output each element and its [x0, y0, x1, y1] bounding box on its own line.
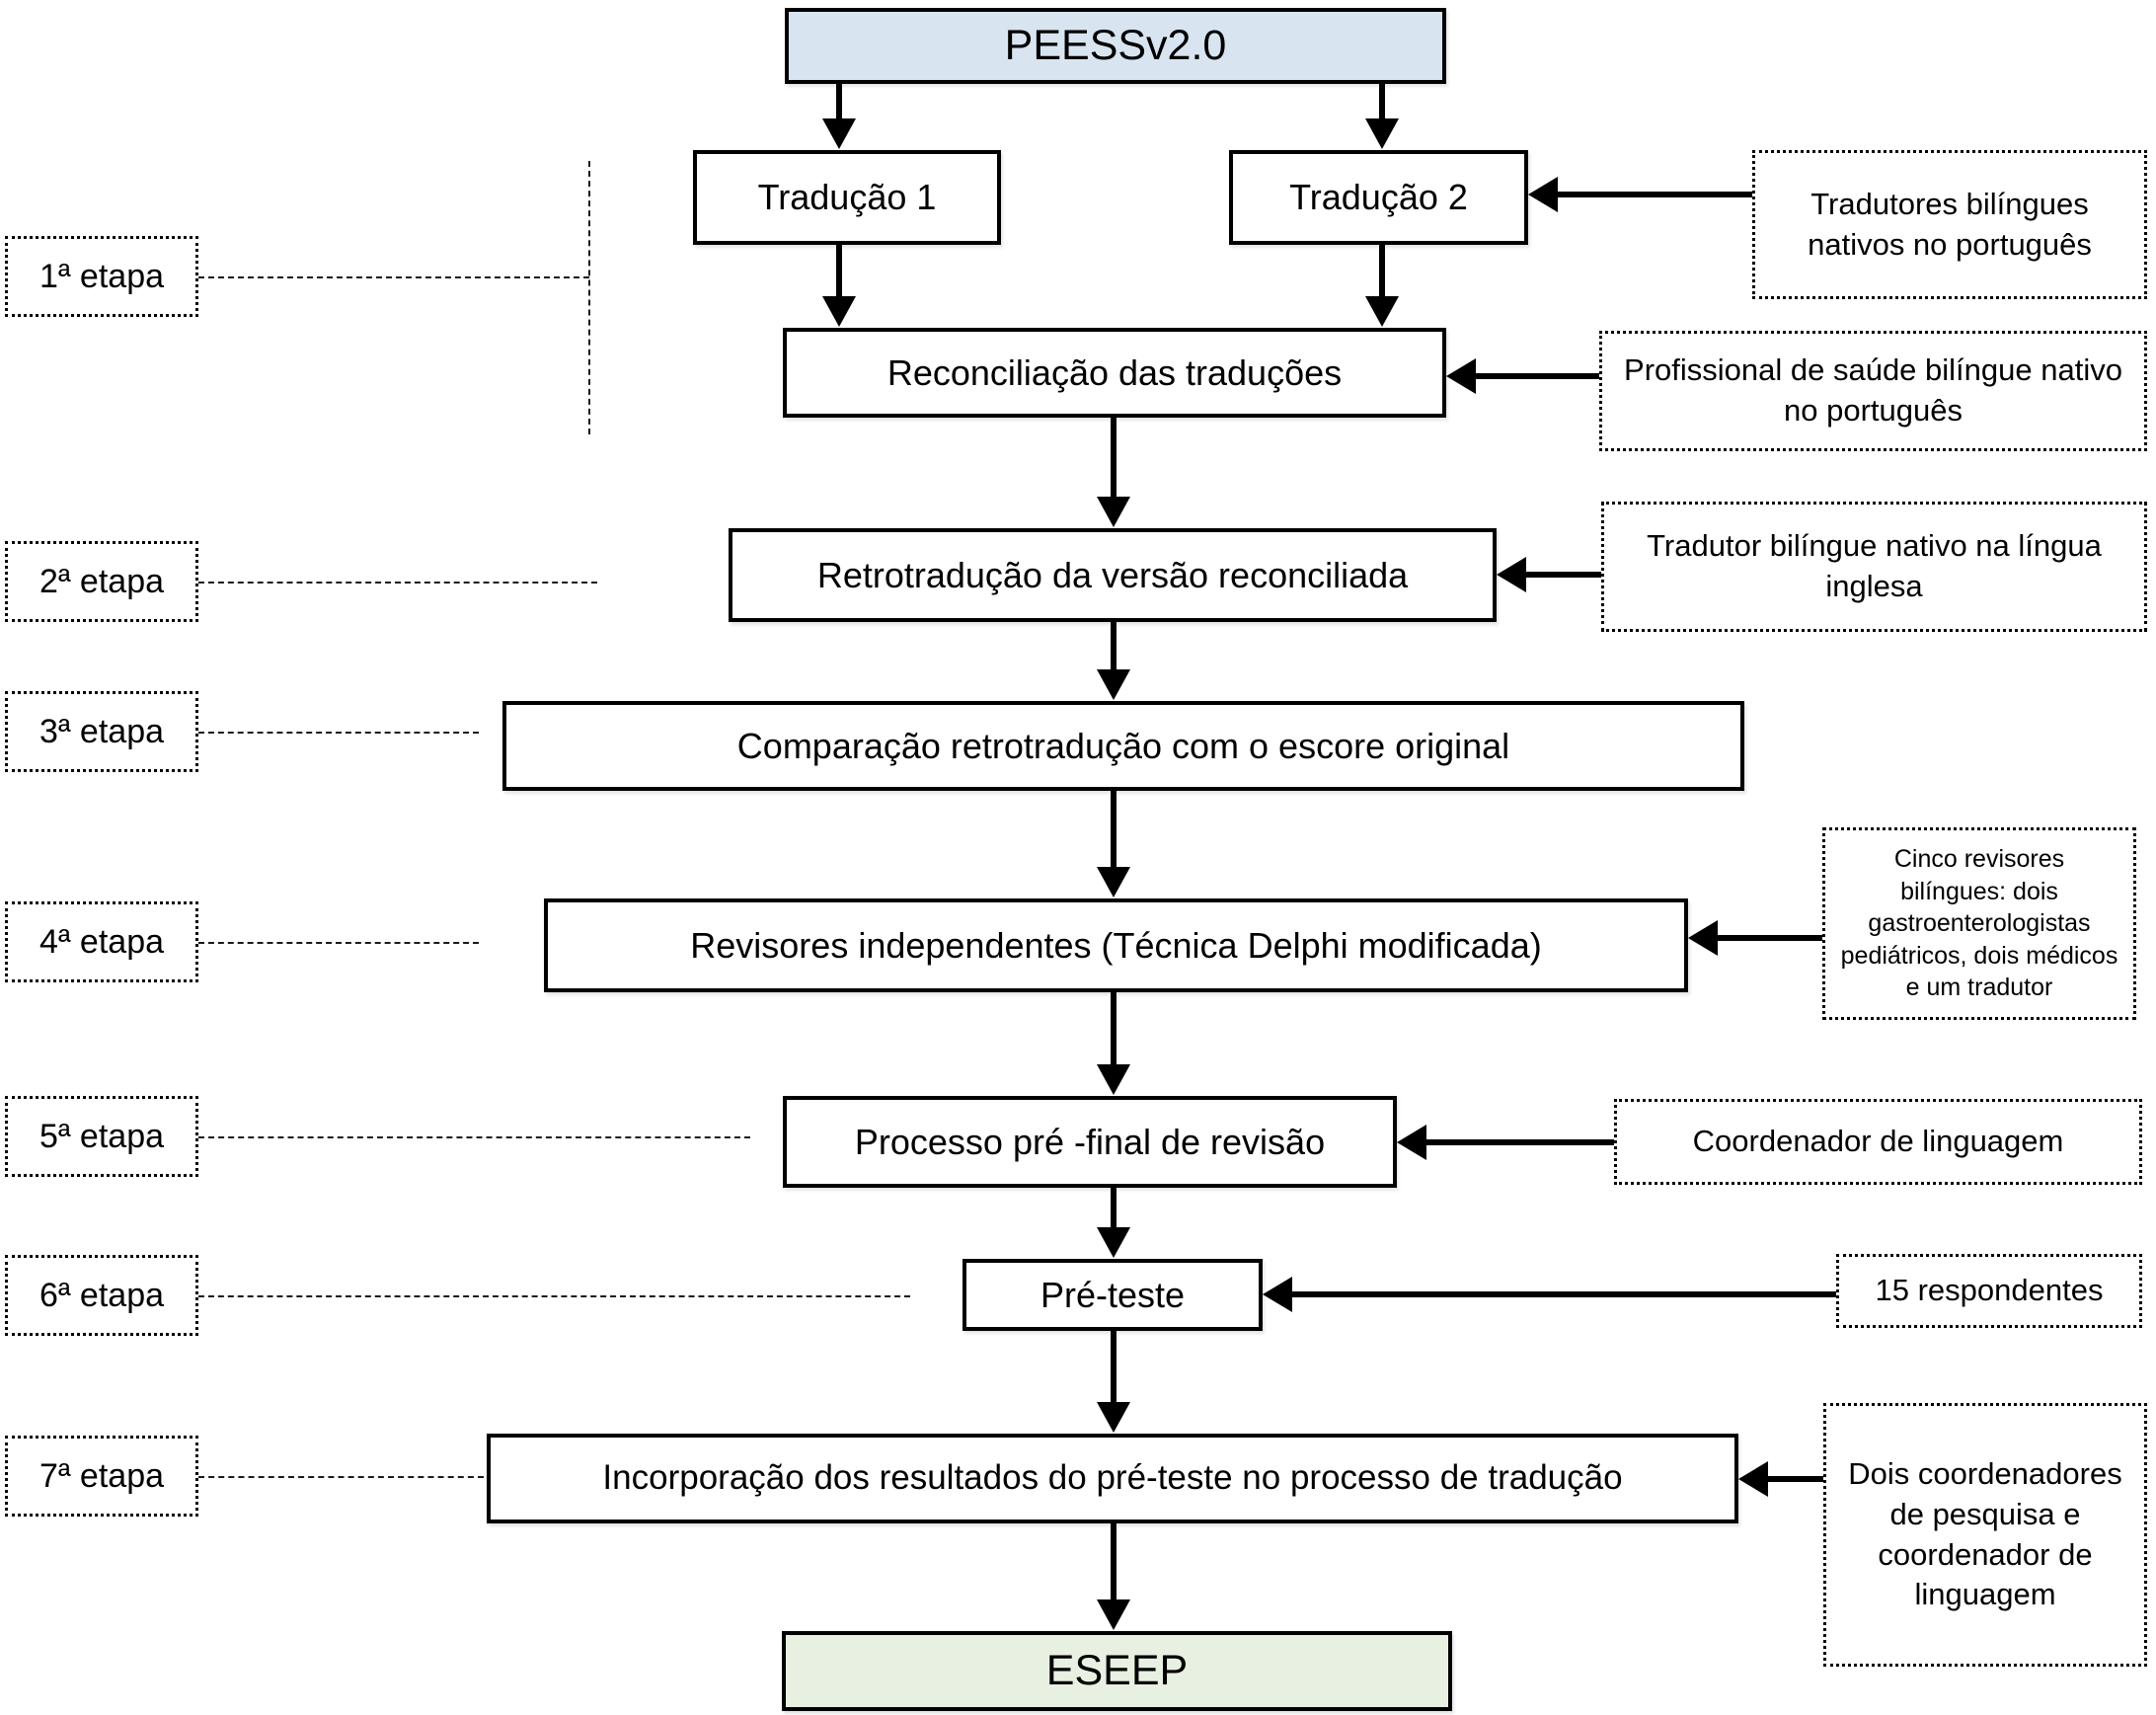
annotation-tradutores-bilingues: Tradutores bilíngues nativos no portuguê… [1752, 150, 2147, 299]
bracket-stage-1 [588, 161, 590, 434]
flow-box-traducao-2: Tradução 2 [1229, 150, 1528, 245]
leader-line-stage-5 [198, 1136, 750, 1138]
arrow-tradutores-to-traducao2 [1558, 192, 1752, 197]
leader-line-stage-2 [198, 582, 597, 584]
leader-line-stage-7 [198, 1476, 484, 1478]
flow-box-pre-teste: Pré-teste [962, 1259, 1263, 1331]
stage-label-7: 7ª etapa [5, 1436, 198, 1517]
arrow-cinco-to-revisores [1718, 935, 1822, 941]
flow-box-processo-pre-final: Processo pré -final de revisão [783, 1096, 1397, 1188]
arrow-respondentes-to-preteste [1292, 1291, 1836, 1297]
flow-box-eseep: ESEEP [782, 1631, 1452, 1711]
annotation-tradutor-ingles: Tradutor bilíngue nativo na língua ingle… [1601, 502, 2147, 632]
flow-box-peessv2: PEESSv2.0 [785, 8, 1446, 84]
flow-box-reconciliacao: Reconciliação das traduções [783, 328, 1446, 418]
arrow-retrotraducao-to-comparacao [1111, 622, 1116, 669]
stage-label-2: 2ª etapa [5, 541, 198, 622]
arrow-incorporacao-to-eseep [1111, 1523, 1116, 1599]
leader-line-stage-6 [198, 1295, 910, 1297]
annotation-dois-coordenadores: Dois coordenadores de pesquisa e coorden… [1823, 1403, 2147, 1667]
stage-label-4: 4ª etapa [5, 901, 198, 982]
annotation-15-respondentes: 15 respondentes [1836, 1254, 2142, 1328]
arrow-profissional-to-reconciliacao [1476, 373, 1599, 379]
arrow-coordenador-to-processo [1426, 1139, 1614, 1145]
arrow-peess-to-traducao2 [1379, 84, 1385, 118]
stage-label-3: 3ª etapa [5, 691, 198, 772]
arrow-dois-to-incorporacao [1768, 1476, 1823, 1482]
flow-box-incorporacao: Incorporação dos resultados do pré-teste… [487, 1434, 1738, 1523]
arrow-preteste-to-incorporacao [1111, 1331, 1116, 1402]
flow-box-comparacao: Comparação retrotradução com o escore or… [502, 701, 1744, 791]
arrow-reconciliacao-to-retrotraducao [1111, 418, 1116, 497]
leader-line-stage-3 [198, 732, 479, 734]
flow-box-retrotraducao: Retrotradução da versão reconciliada [729, 528, 1497, 622]
arrow-traducao1-to-reconciliacao [836, 245, 842, 296]
stage-label-1: 1ª etapa [5, 236, 198, 317]
annotation-cinco-revisores: Cinco revisores bilíngues: dois gastroen… [1822, 827, 2136, 1020]
annotation-profissional-saude: Profissional de saúde bilíngue nativo no… [1599, 331, 2147, 451]
flow-box-traducao-1: Tradução 1 [693, 150, 1001, 245]
leader-line-stage-1 [198, 276, 589, 278]
arrow-revisores-to-processo [1111, 992, 1116, 1064]
arrow-traducao2-to-reconciliacao [1379, 245, 1385, 296]
arrow-tradutor-to-retrotraducao [1526, 572, 1601, 578]
stage-label-5: 5ª etapa [5, 1096, 198, 1177]
flow-box-revisores: Revisores independentes (Técnica Delphi … [544, 898, 1688, 992]
arrow-processo-to-preteste [1111, 1188, 1116, 1227]
leader-line-stage-4 [198, 942, 479, 944]
stage-label-6: 6ª etapa [5, 1255, 198, 1336]
arrow-peess-to-traducao1 [836, 84, 842, 118]
arrow-comparacao-to-revisores [1111, 791, 1116, 867]
annotation-coordenador-linguagem: Coordenador de linguagem [1614, 1099, 2142, 1185]
